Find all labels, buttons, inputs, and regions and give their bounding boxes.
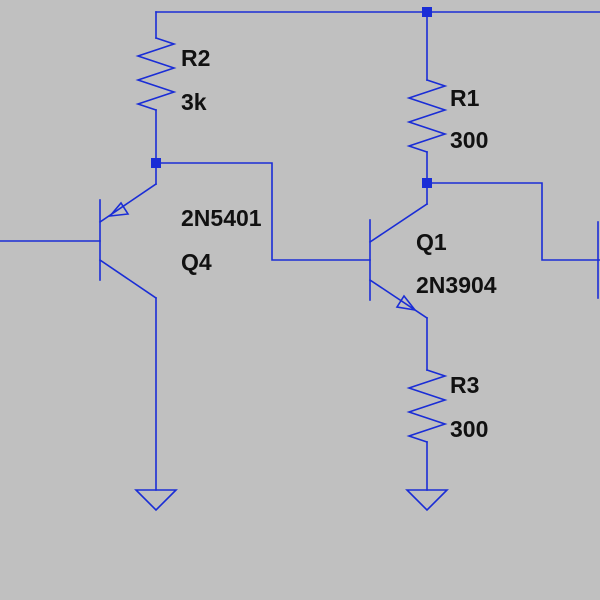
resistor-icon — [135, 36, 177, 112]
r1-name-label: R1 — [450, 85, 480, 111]
q1-emitter-lead — [368, 278, 429, 320]
q1-model-label: 2N3904 — [416, 272, 497, 298]
r2-name-label: R2 — [181, 45, 210, 71]
resistor-r1[interactable] — [406, 11, 448, 184]
r3-value-label: 300 — [450, 416, 488, 442]
ground-icon — [134, 489, 178, 512]
q1-collector-lead — [368, 202, 429, 244]
resistor-r2[interactable] — [135, 11, 177, 164]
q4-name-label: Q4 — [181, 249, 212, 275]
r2-value-label: 3k — [181, 89, 207, 115]
q4-model-label: 2N5401 — [181, 205, 262, 231]
transistor-q4[interactable] — [0, 162, 158, 491]
q1-emitter-arrow — [395, 294, 417, 312]
resistor-r3[interactable] — [406, 317, 448, 491]
q1-name-label: Q1 — [416, 229, 447, 255]
q4-collector-lead — [98, 258, 158, 300]
q1-base-wire[interactable] — [155, 162, 371, 261]
resistor-icon — [406, 78, 448, 154]
junction-dot-icon — [151, 158, 161, 168]
output-wire[interactable] — [426, 182, 600, 299]
q4-emitter-arrow — [108, 201, 130, 218]
ground-icon — [405, 489, 449, 512]
r3-name-label: R3 — [450, 372, 479, 398]
resistor-icon — [406, 368, 448, 444]
junction-dot-icon — [422, 178, 432, 188]
junction-dot-icon — [422, 7, 432, 17]
transistor-q1[interactable] — [368, 182, 429, 320]
r1-value-label: 300 — [450, 127, 488, 153]
